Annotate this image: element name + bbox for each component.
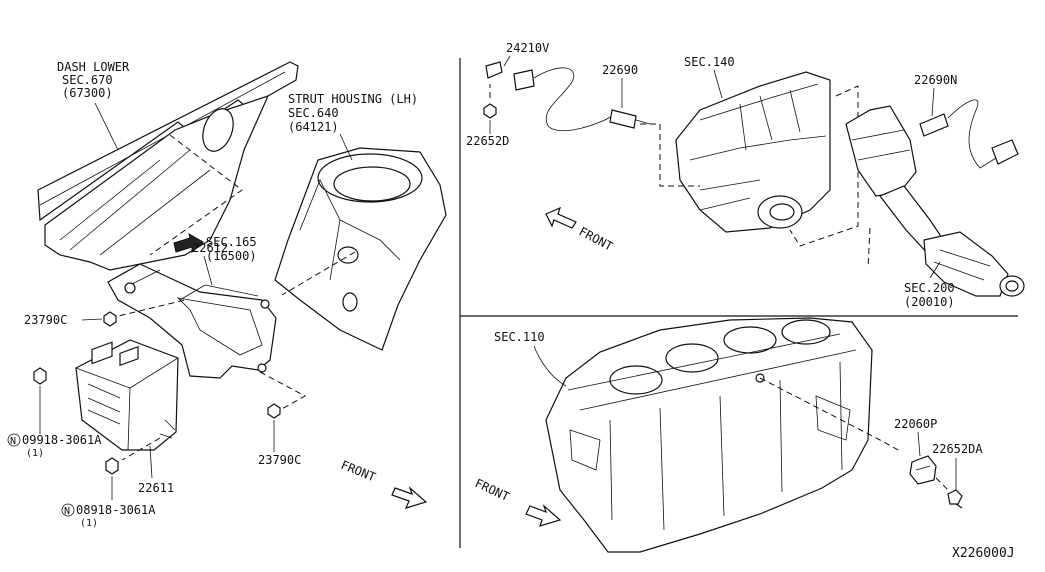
strut-housing-code: (64121)	[288, 120, 339, 134]
bolt-b-qty: (1)	[80, 518, 98, 529]
bottom-front-label: FRONT	[473, 476, 512, 504]
nut-lower-right: 23790C	[258, 403, 301, 467]
arrow-up-left-icon	[545, 206, 577, 229]
nut-upper-left-number: 23790C	[24, 313, 67, 327]
left-front-label: FRONT	[339, 458, 378, 485]
bolt-b: N 08918-3061A (1)	[61, 457, 156, 529]
bolt-a-qty: (1)	[26, 448, 44, 459]
catalytic-converter: SEC.200 (20010)	[845, 105, 1025, 309]
strut-housing-panel	[274, 147, 447, 351]
sec-165-reference: SEC.165 (16500)	[173, 232, 257, 263]
dash-lower-name: DASH LOWER	[57, 60, 130, 74]
manifold-sec-label: SEC.140	[684, 55, 735, 69]
block-sec-label: SEC.110	[494, 330, 545, 344]
bolt-icon	[105, 457, 119, 475]
knock-sensor-number: 22060P	[894, 417, 937, 431]
exhaust-manifold: SEC.140	[640, 55, 859, 247]
dash-lower-panel	[37, 61, 299, 271]
sec-165-sec: SEC.165	[206, 235, 257, 249]
rear-o2-sensor: 22690N	[914, 73, 1019, 169]
diagram-id: X226000J	[952, 546, 1015, 561]
strut-housing-sec: SEC.640	[288, 106, 339, 120]
nut-lower-right-number: 23790C	[258, 453, 301, 467]
badge-circle-icon	[7, 433, 21, 447]
knock-sensor-bolt: 22652DA	[932, 442, 983, 509]
panel-dividers	[459, 58, 1018, 548]
bracket-part-number: 22612	[192, 241, 228, 255]
left-front-indicator: FRONT	[339, 458, 428, 509]
knock-bolt-number: 22652DA	[932, 442, 983, 456]
ecm-bracket: 22612	[107, 241, 307, 411]
arrow-down-right-icon	[391, 486, 428, 509]
rear-sensor-number: 22690N	[914, 73, 957, 87]
front-o2-sensor: 24210V 22652D 22690	[466, 41, 651, 148]
top-front-label: FRONT	[577, 224, 615, 253]
bolt-b-number: 08918-3061A	[76, 503, 156, 517]
knock-sensor: 22060P	[894, 417, 937, 485]
catalyst-sec: SEC.200	[904, 281, 955, 295]
ecm-part-number: 22611	[138, 481, 174, 495]
bolt-a: N 09918-3061A (1)	[7, 367, 102, 459]
arrow-right-icon	[173, 232, 204, 254]
bolt-a-badge: N	[10, 436, 16, 447]
front-sensor-number: 22690	[602, 63, 638, 77]
bolt-part-number: 22652D	[466, 134, 509, 148]
arrow-down-right-icon	[525, 504, 562, 527]
dash-lower-code: (67300)	[62, 86, 113, 100]
badge-circle-icon	[61, 503, 75, 517]
strut-housing-label: STRUT HOUSING (LH) SEC.640 (64121)	[288, 92, 418, 161]
bolt-icon	[947, 489, 963, 505]
strut-housing-name: STRUT HOUSING (LH)	[288, 92, 418, 106]
bolt-a-number: 09918-3061A	[22, 433, 102, 447]
top-front-indicator: FRONT	[545, 206, 615, 254]
sec-165-code: (16500)	[206, 249, 257, 263]
bolt-icon	[483, 103, 497, 119]
bolt-b-badge: N	[64, 506, 70, 517]
catalyst-code: (20010)	[904, 295, 955, 309]
nut-icon	[103, 311, 117, 327]
cylinder-block: SEC.110	[494, 317, 903, 553]
bolt-icon	[33, 367, 47, 385]
bottom-front-indicator: FRONT	[473, 476, 562, 527]
ecm-unit: 22611	[75, 339, 179, 495]
dash-lower-sec: SEC.670	[62, 73, 113, 87]
dash-lower-label: DASH LOWER SEC.670 (67300)	[57, 60, 130, 151]
nut-upper-left: 23790C	[24, 311, 117, 327]
nut-icon	[267, 403, 281, 419]
clip-part-number: 24210V	[506, 41, 549, 55]
